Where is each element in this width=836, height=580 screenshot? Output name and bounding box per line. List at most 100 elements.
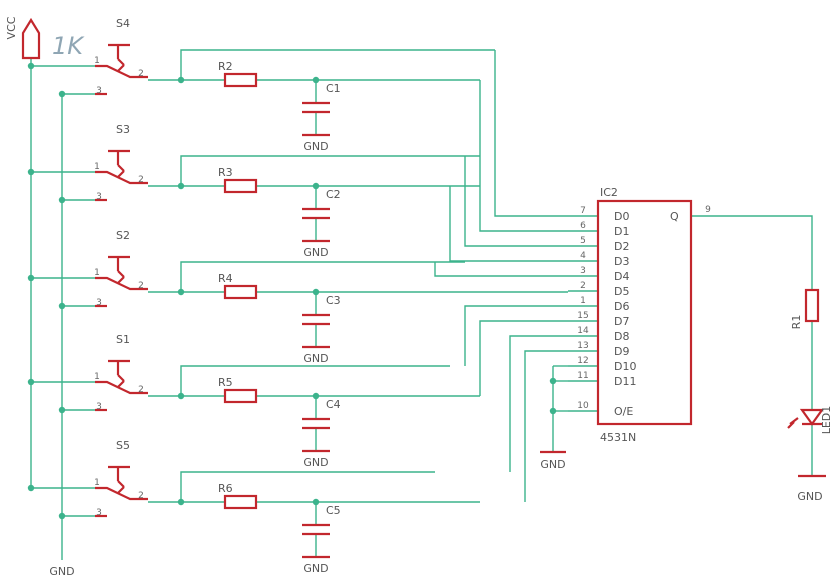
ic-q-pin-number: 9: [705, 205, 711, 215]
junction-dot: [549, 377, 557, 385]
ic-pin-name: D8: [614, 330, 629, 343]
ic-pin-name: D10: [614, 360, 636, 373]
signal-riser: [180, 155, 480, 186]
wires: [27, 49, 813, 560]
symbols: [21, 17, 826, 559]
junction-dot: [58, 302, 66, 310]
vcc-symbol: [21, 17, 41, 60]
bus-d2: [464, 156, 568, 247]
capacitor-gnd-label: GND: [303, 140, 328, 153]
ic-pin-number: 12: [577, 356, 588, 366]
output-gnd-label: GND: [797, 490, 822, 503]
junction-dot: [27, 168, 35, 176]
bus-d1: [479, 80, 568, 232]
output-resistor-body: [804, 288, 820, 323]
resistor-label: R2: [218, 60, 233, 73]
switch-pin-2: 2: [138, 385, 144, 395]
resistor-body: [223, 388, 258, 404]
resistor-body: [223, 72, 258, 88]
led-arrows: [787, 417, 799, 429]
switch-pin-3: 3: [96, 192, 102, 202]
ic-pin-name: D3: [614, 255, 629, 268]
switch-actuator: [108, 43, 130, 72]
capacitor-plates: [302, 313, 330, 326]
ic-pin-number: 5: [580, 236, 586, 246]
q-output-wire: [691, 215, 813, 290]
bus-d8: [509, 335, 568, 472]
switch-pin-1: 1: [94, 162, 100, 172]
switch-pin-1: 1: [94, 478, 100, 488]
switch-label: S5: [116, 439, 130, 452]
capacitor-plates: [302, 101, 330, 114]
bus-d0: [494, 50, 568, 217]
switch-pin-3: 3: [96, 298, 102, 308]
led-label: LED1: [820, 406, 833, 435]
capacitor-label: C3: [326, 294, 341, 307]
ic-pin-number: 10: [577, 401, 589, 411]
junction-dot: [27, 378, 35, 386]
junction-dot: [58, 90, 66, 98]
switch-label: S1: [116, 333, 130, 346]
output-resistor-label: R1: [790, 315, 803, 330]
junction-dot: [27, 62, 35, 70]
ic-ref-label: IC2: [600, 186, 618, 199]
handwritten-annotation: 1K: [52, 32, 85, 60]
ic-pin-number: 3: [580, 266, 586, 276]
led-symbol: [799, 408, 825, 426]
capacitor-label: C4: [326, 398, 341, 411]
switch-pin-1: 1: [94, 268, 100, 278]
ic-part-label: 4531N: [600, 431, 636, 444]
ic-pin-number: 2: [580, 281, 586, 291]
switch-actuator: [108, 255, 130, 284]
capacitor-plates: [302, 523, 330, 536]
bus-d4: [434, 262, 568, 277]
resistor-label: R6: [218, 482, 233, 495]
switch-actuator: [108, 149, 130, 178]
ic-pin-name: D7: [614, 315, 629, 328]
resistor-body: [223, 494, 258, 510]
switch-lever: [95, 486, 148, 501]
signal-riser: [180, 471, 435, 502]
junction-dot: [58, 512, 66, 520]
ic-pin-number: 11: [577, 371, 588, 381]
ic-pin-number: 13: [577, 341, 588, 351]
ic-pin-number: 6: [580, 221, 586, 231]
switch-pin-1: 1: [94, 56, 100, 66]
resistor-label: R4: [218, 272, 233, 285]
capacitor-gnd-label: GND: [303, 352, 328, 365]
vcc-label: VCC: [5, 16, 18, 39]
switch-pin-2: 2: [138, 491, 144, 501]
capacitor-plates: [302, 207, 330, 220]
resistor-body: [223, 178, 258, 194]
switch-pin-2: 2: [138, 69, 144, 79]
resistor-label: R5: [218, 376, 233, 389]
switch-label: S4: [116, 17, 130, 30]
switch-pin-3: 3: [96, 508, 102, 518]
signal-riser: [180, 49, 495, 80]
junction-dot: [549, 407, 557, 415]
signal-riser: [180, 261, 465, 292]
switch-label: S3: [116, 123, 130, 136]
switch-lever: [95, 380, 148, 395]
capacitor-gnd-label: GND: [303, 562, 328, 575]
switch-pin-3: 3: [96, 86, 102, 96]
ic-pin-number: 4: [580, 251, 586, 261]
junction-dot: [58, 196, 66, 204]
ic-pin-name: O/E: [614, 405, 633, 418]
switch-pin-2: 2: [138, 175, 144, 185]
ic-pin-name: D1: [614, 225, 629, 238]
ic-gnd-label: GND: [540, 458, 565, 471]
switch-lever: [95, 276, 148, 291]
junction-dot: [27, 274, 35, 282]
resistor-body: [223, 284, 258, 300]
ic-pin-name: D0: [614, 210, 629, 223]
ic-pin-name: D5: [614, 285, 629, 298]
ic-pin-number: 7: [580, 206, 586, 216]
switch-actuator: [108, 465, 130, 494]
bus-d3: [449, 186, 568, 262]
switch-label: S2: [116, 229, 130, 242]
switch-pin-1: 1: [94, 372, 100, 382]
bus-d9: [524, 350, 568, 502]
